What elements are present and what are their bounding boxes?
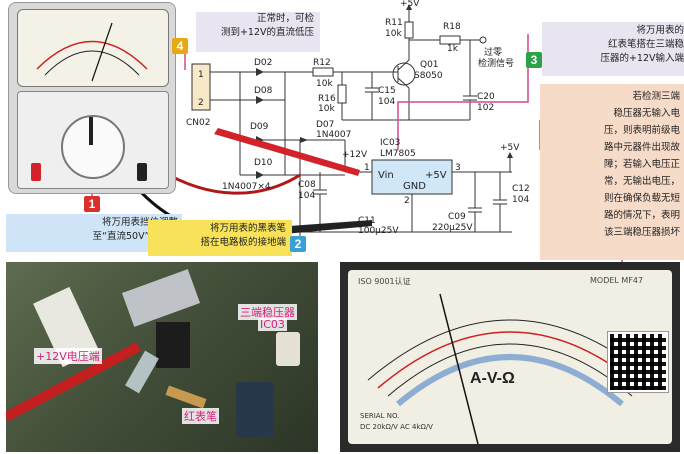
label-d08: D08: [254, 86, 273, 96]
callout-3-line2: 红表笔搭在三端稳: [607, 39, 684, 50]
callout-4: 正常时，可检 测到+12V的直流低压: [196, 12, 320, 52]
board-capacitor-1: [236, 382, 274, 438]
callout-4-line2: 测到+12V的直流低压: [220, 27, 314, 38]
label-d09: D09: [250, 122, 269, 132]
label-c15-value: 104: [378, 97, 396, 107]
board-resistor: [165, 385, 207, 409]
callout-2-line1: 将万用表的黑表笔: [209, 223, 286, 234]
label-zero-cross-2: 检测信号: [478, 59, 515, 69]
label-c09-value: 220μ25V: [432, 223, 473, 233]
board-capacitor-2: [276, 332, 300, 366]
side-line-7: 则在确保负载无短: [603, 193, 680, 204]
meter-brand: ISO 9001认证: [358, 277, 411, 286]
label-pin-in: 1: [364, 163, 370, 173]
label-r11: R11: [385, 18, 403, 28]
label-q01-value: S8050: [414, 71, 443, 81]
side-line-6: 常，无输出电压，: [603, 176, 680, 187]
label-diode-note: 1N4007×4: [222, 182, 271, 192]
label-c11: C11: [358, 216, 376, 226]
side-line-4: 路中元器件出现故: [603, 142, 680, 153]
badge-4: 4: [172, 38, 188, 54]
label-d07: D07: [316, 120, 335, 130]
label-c12: C12: [512, 184, 530, 194]
label-plus5v-top: +5V: [400, 0, 420, 9]
label-r16-value: 10k: [318, 104, 335, 114]
range-selector-pointer: [89, 117, 93, 145]
label-c15: C15: [378, 86, 396, 96]
label-q01: Q01: [420, 60, 439, 70]
callout-3: 将万用表的 红表笔搭在三端稳 压器的+12V输入端: [542, 22, 684, 76]
label-plus5v-right: +5V: [500, 143, 520, 153]
label-c12-value: 104: [512, 195, 530, 205]
label-pin-gnd: 2: [404, 196, 410, 206]
label-red-probe: 红表笔: [182, 408, 219, 424]
red-jack[interactable]: [31, 163, 41, 181]
meter-scale-spec: DC 20kΩ/V AC 4kΩ/V: [360, 423, 433, 431]
label-pin2: 2: [198, 98, 204, 108]
label-pin-out: 3: [455, 163, 461, 173]
label-regulator-1: 三端稳压器: [238, 304, 297, 320]
board-regulator-ic: [156, 322, 190, 368]
meter-dial-face: [17, 9, 169, 87]
label-vout: +5V: [425, 170, 447, 181]
side-line-8: 路的情况下，表明: [603, 210, 680, 221]
label-d10: D10: [254, 158, 273, 168]
circuit-board-photo: 三端稳压器 IC03 +12V电压端 红表笔: [6, 262, 318, 452]
multimeter: [8, 2, 176, 194]
label-c20-value: 102: [477, 103, 495, 113]
label-zero-cross-1: 过零: [484, 48, 503, 58]
label-r18: R18: [443, 22, 461, 32]
callout-3-line1: 将万用表的: [636, 25, 684, 36]
label-ic03-value: LM7805: [380, 149, 416, 159]
label-vin: Vin: [378, 170, 394, 181]
callout-side-explanation: 若检测三端 稳压器无输入电 压，则表明前级电 路中元器件出现故 障；若输入电压正…: [540, 84, 684, 260]
side-line-2: 稳压器无输入电: [613, 108, 680, 119]
side-line-9: 该三端稳压器损坏: [603, 227, 680, 238]
label-r12-value: 10k: [316, 79, 333, 89]
label-r12: R12: [313, 58, 331, 68]
label-regulator-2: IC03: [258, 318, 287, 331]
label-r11-value: 10k: [385, 29, 402, 39]
label-cn02: CN02: [186, 118, 211, 128]
side-line-1: 若检测三端: [632, 91, 680, 102]
side-line-5: 障；若输入电压正: [603, 159, 680, 170]
label-d07-value: 1N4007: [316, 130, 352, 140]
badge-2: 2: [290, 236, 306, 252]
badge-3: 3: [526, 52, 542, 68]
label-ic03: IC03: [380, 138, 401, 148]
badge-1: 1: [84, 196, 100, 212]
qr-code[interactable]: [608, 332, 668, 392]
meter-closeup: ISO 9001认证 MODEL MF47 A-V-Ω SERIAL NO. D…: [340, 262, 680, 452]
callout-4-line1: 正常时，可检: [256, 13, 314, 24]
black-jack[interactable]: [137, 163, 147, 181]
board-probe-tip: [125, 350, 159, 394]
label-r18-value: 1k: [447, 44, 458, 54]
label-c08-value: 104: [298, 191, 316, 201]
board-heatsink: [121, 269, 201, 327]
range-selector-knob[interactable]: [61, 115, 125, 179]
meter-symbol: A-V-Ω: [470, 370, 515, 387]
label-gnd: GND: [403, 181, 426, 192]
label-pin1: 1: [198, 70, 204, 80]
label-c20: C20: [477, 92, 495, 102]
callout-1-line1: 将万用表挡位调整: [101, 217, 178, 228]
label-c09: C09: [448, 212, 466, 222]
callout-2-line2: 搭在电路板的接地端: [200, 237, 286, 248]
label-d02: D02: [254, 58, 273, 68]
label-input-12v: +12V电压端: [34, 348, 102, 364]
label-c08: C08: [298, 180, 316, 190]
meter-arc: [36, 22, 148, 82]
callout-2: 将万用表的黑表笔 搭在电路板的接地端: [148, 220, 292, 256]
callout-1-line2: 至“直流50V”电压挡: [92, 231, 178, 242]
callout-3-line3: 压器的+12V输入端: [600, 53, 684, 64]
label-c11-value: 100μ25V: [358, 226, 399, 236]
label-plus12v: +12V: [342, 150, 368, 160]
meter-serial: SERIAL NO.: [360, 412, 400, 420]
side-line-3: 压，则表明前级电: [603, 125, 680, 136]
meter-model: MODEL MF47: [590, 276, 644, 285]
label-r16: R16: [318, 94, 336, 104]
